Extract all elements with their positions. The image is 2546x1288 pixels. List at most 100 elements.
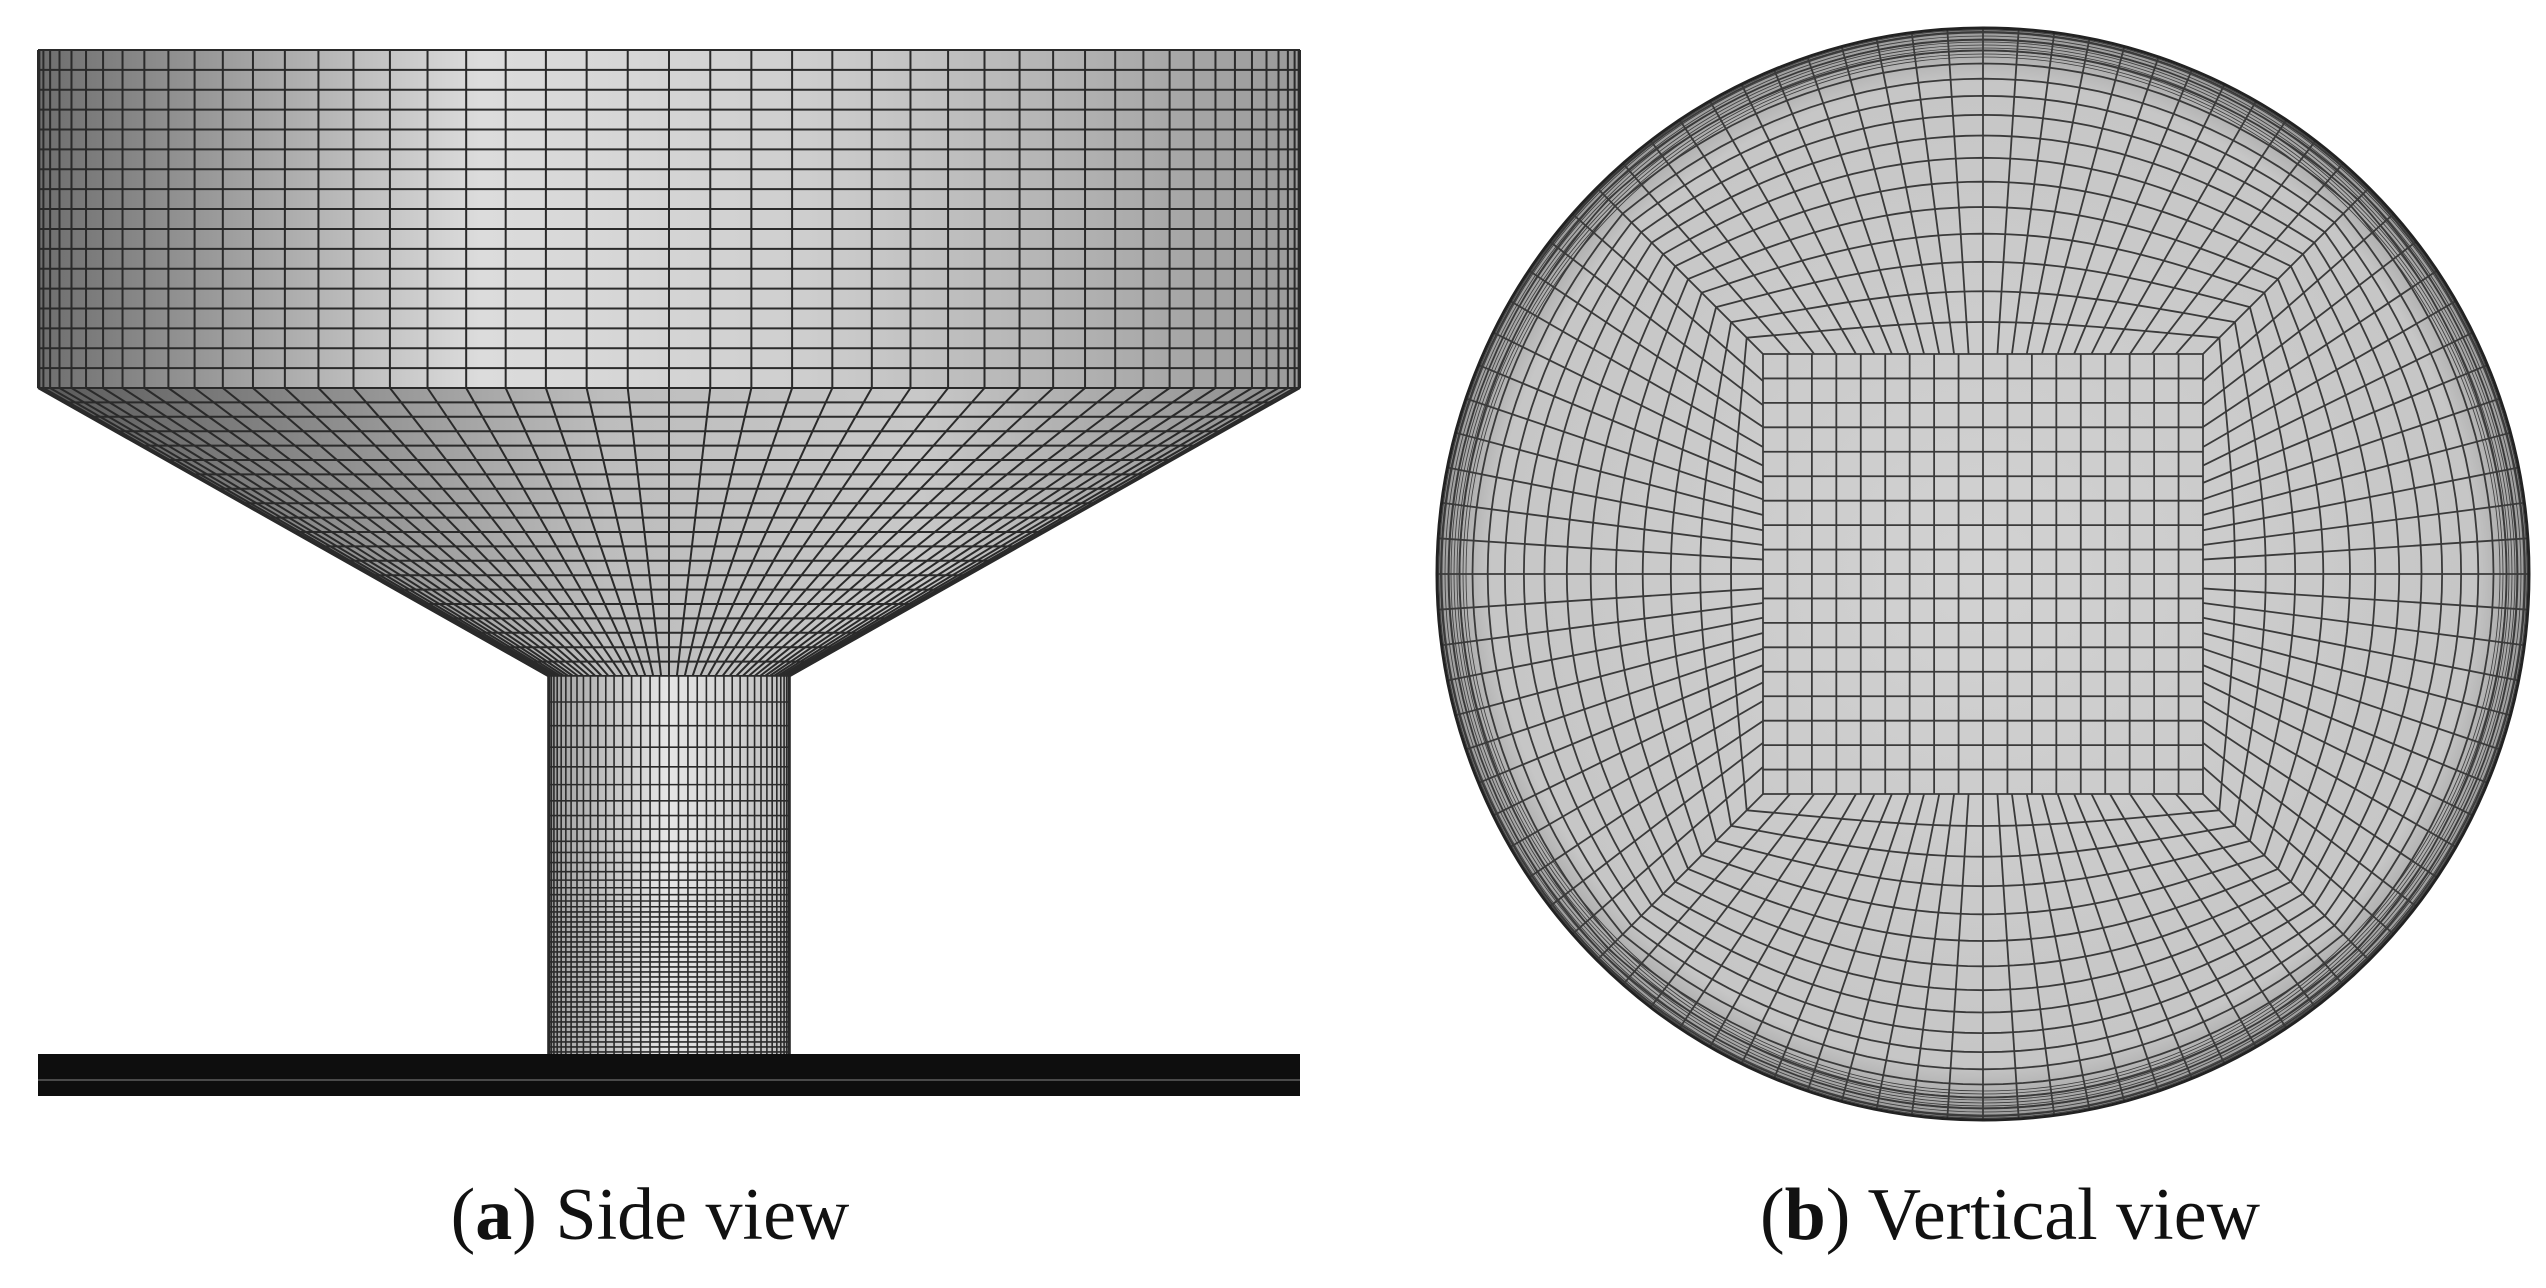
mesh-line <box>1596 187 1764 355</box>
mesh-ring <box>1503 94 2462 1054</box>
mesh-ring <box>1471 62 2495 1086</box>
mesh-line <box>1996 29 2020 355</box>
mesh-line <box>1773 793 1893 1079</box>
boundary-layer-ring <box>1459 50 2507 1098</box>
mesh-line <box>2202 501 2525 546</box>
mesh-line <box>1492 681 1764 817</box>
mesh-line <box>1806 793 1910 1092</box>
mesh-line <box>2175 162 2344 355</box>
mesh-ring <box>1543 134 2423 1014</box>
mesh-line <box>1678 793 1837 1029</box>
mesh-line <box>1549 240 1764 406</box>
mesh-line <box>2041 793 2126 1102</box>
mesh-line <box>1492 331 1764 467</box>
mesh-line <box>1946 793 1970 1119</box>
mesh-line <box>2202 742 2417 908</box>
mesh-line <box>1549 742 1764 908</box>
mesh-line <box>1806 56 1910 355</box>
vertical-view-mesh <box>1435 26 2531 1122</box>
mesh-line <box>1509 300 1764 448</box>
mesh-line <box>1649 140 1815 355</box>
mesh-ring <box>1522 113 2443 1035</box>
mesh-line <box>2202 793 2370 961</box>
mesh-line <box>1528 269 1764 428</box>
boundary-layer-ring <box>1462 53 2504 1095</box>
mesh-line <box>1528 720 1764 879</box>
mesh-line <box>2202 647 2501 751</box>
mesh-line <box>2202 720 2438 879</box>
mesh-line <box>1875 793 1941 1110</box>
mesh-line <box>2073 69 2193 355</box>
mesh-line <box>2025 793 2091 1110</box>
mesh-line <box>1910 793 1955 1116</box>
mesh-line <box>1509 700 1764 848</box>
mesh-line <box>2202 300 2457 448</box>
mesh-ring <box>1669 260 2297 888</box>
side-view-mesh <box>37 49 1301 1096</box>
boundary-layer-ring <box>1447 38 2519 1110</box>
mesh-line <box>2041 46 2126 355</box>
mesh-line <box>2109 100 2257 355</box>
panel-letter-b: b <box>1784 1174 1826 1256</box>
mesh-line <box>1875 38 1941 355</box>
mesh-ring <box>1641 232 2325 916</box>
mesh-ring <box>1447 38 2519 1110</box>
mesh-line <box>1455 632 1764 717</box>
mesh-line <box>2011 32 2056 355</box>
mesh-line <box>1840 793 1925 1102</box>
mesh-line <box>2175 793 2344 986</box>
mesh-line <box>1465 397 1764 501</box>
mesh-line <box>1709 100 1857 355</box>
mesh-line <box>2202 364 2488 484</box>
mesh-line <box>2129 793 2288 1029</box>
mesh-line <box>1996 793 2020 1119</box>
mesh-line <box>1438 587 1764 611</box>
boundary-layer-ring <box>1444 35 2522 1113</box>
mesh-line <box>1910 32 1955 355</box>
boundary-layer-ring <box>1441 32 2525 1116</box>
mesh-line <box>2202 187 2370 355</box>
mesh-line <box>1455 431 1764 516</box>
mesh-line <box>1773 69 1893 355</box>
mesh-ring <box>1699 290 2267 858</box>
mesh-line <box>2202 602 2525 647</box>
mesh-ring <box>1486 77 2480 1071</box>
mesh-line <box>1447 616 1764 682</box>
mesh-line <box>2202 587 2528 611</box>
mesh-ring <box>1615 206 2351 942</box>
mesh-line <box>1596 793 1764 961</box>
mesh-line <box>2056 793 2160 1092</box>
mesh-line <box>2202 269 2438 428</box>
boundary-layer-ring <box>1438 29 2528 1119</box>
base-plate <box>38 1054 1300 1096</box>
mesh-line <box>2151 793 2317 1008</box>
mesh-line <box>2202 213 2395 382</box>
mesh-line <box>1622 793 1791 986</box>
mesh-line <box>2202 632 2511 717</box>
mesh-line <box>2090 793 2226 1065</box>
mesh-ring <box>1730 321 2236 827</box>
mesh-line <box>2202 700 2457 848</box>
mesh-line <box>2202 240 2417 406</box>
mesh-line <box>2202 616 2519 682</box>
boundary-layer-ring <box>1450 41 2516 1107</box>
boundary-layer-ring <box>1456 47 2510 1101</box>
mesh-line <box>2090 83 2226 355</box>
caption-vertical-view: (b) Vertical view <box>1759 1174 2261 1256</box>
mesh-line <box>2202 331 2474 467</box>
mesh-line <box>2073 793 2193 1079</box>
mesh-line <box>2025 38 2091 355</box>
mesh-line <box>1441 602 1764 647</box>
mesh-ring <box>1439 30 2526 1118</box>
disc-outline <box>1435 26 2531 1122</box>
caption-text-a: Side view <box>555 1174 850 1256</box>
boundary-layer-ring <box>1453 44 2513 1104</box>
mesh-line <box>1740 83 1876 355</box>
mesh-line <box>1571 213 1764 382</box>
mesh-line <box>1740 793 1876 1065</box>
mesh-line <box>2202 766 2395 935</box>
mesh-line <box>2202 664 2488 784</box>
mesh-line <box>2202 466 2519 532</box>
panel-letter-a: a <box>475 1174 513 1256</box>
